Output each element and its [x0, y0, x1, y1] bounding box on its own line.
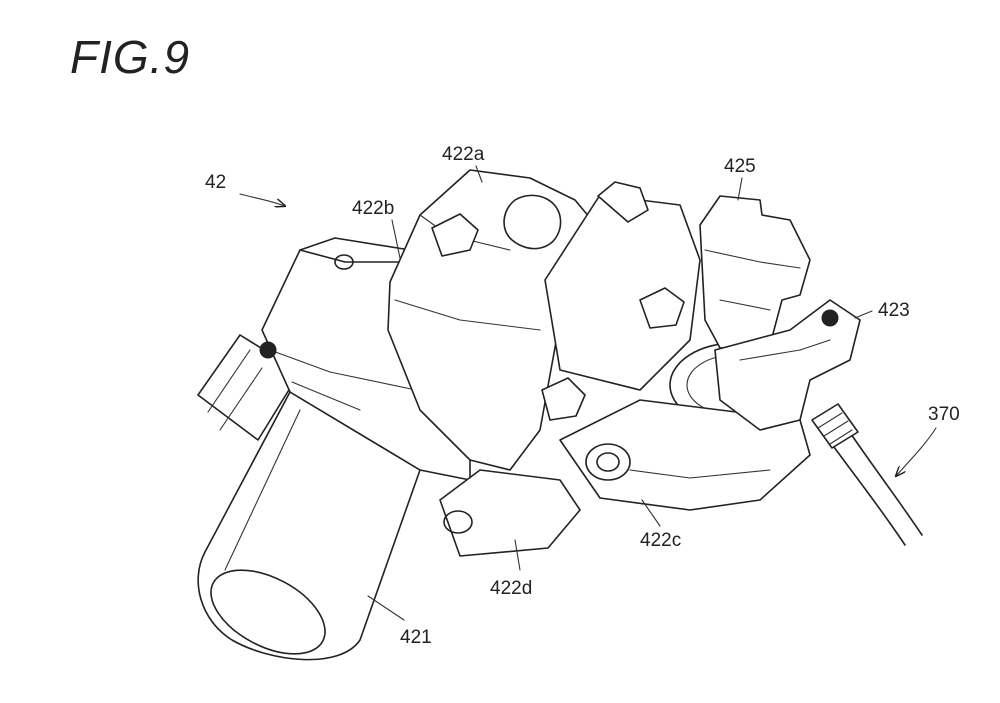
pipe-370: [811, 403, 923, 546]
label-421: 421: [400, 627, 432, 648]
label-42: 42: [205, 172, 226, 193]
label-425: 425: [724, 156, 756, 177]
label-422d: 422d: [490, 578, 532, 599]
label-370: 370: [928, 404, 960, 425]
label-422b: 422b: [352, 198, 394, 219]
valve-423: [714, 299, 861, 431]
cover-422a: [387, 169, 601, 471]
connector-425: [699, 195, 811, 349]
leader-lines: [239, 165, 937, 621]
bracket-422c: [559, 399, 811, 511]
bracket-422d: [439, 469, 581, 557]
motor-421: [197, 334, 421, 661]
figure-title: FIG.9: [70, 31, 191, 83]
label-423: 423: [878, 300, 910, 321]
label-422a: 422a: [442, 144, 485, 165]
label-422c: 422c: [640, 530, 681, 551]
